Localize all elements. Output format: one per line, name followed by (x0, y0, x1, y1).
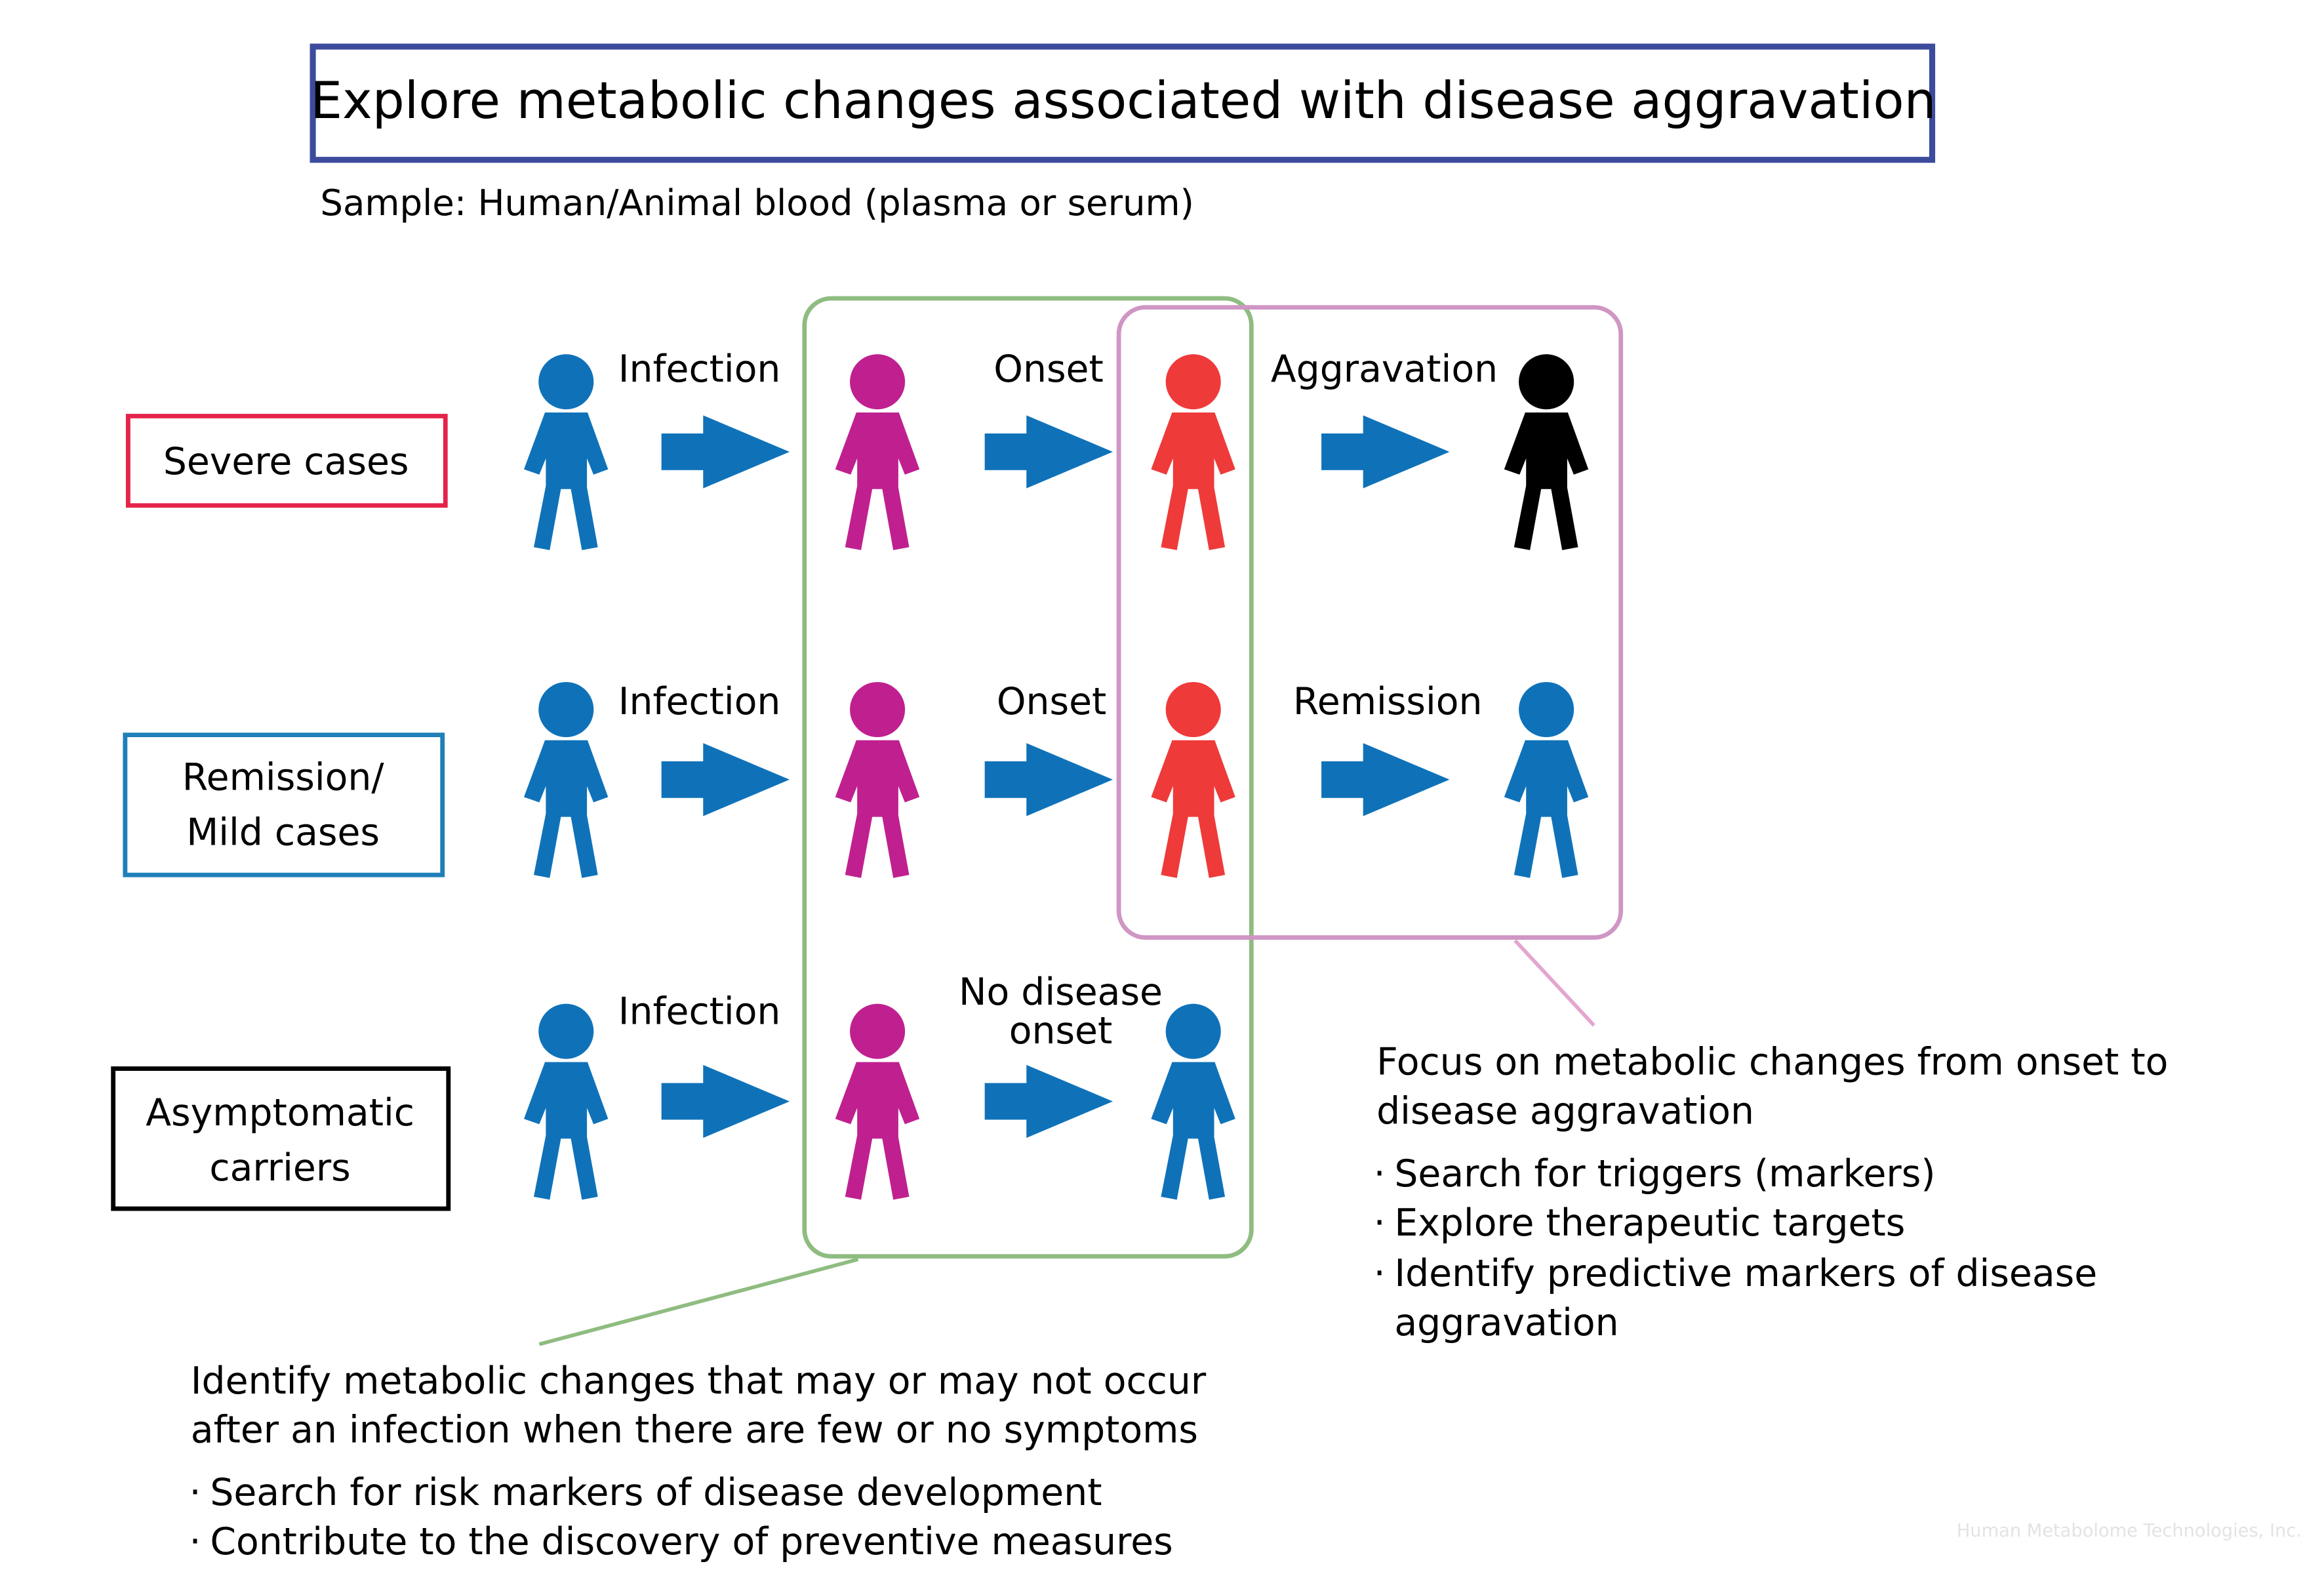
step-label: Aggravation (1271, 348, 1498, 391)
category-label: Asymptomatic (146, 1091, 414, 1135)
note-line: Identify metabolic changes that may or m… (191, 1359, 1207, 1403)
step-label: Onset (997, 680, 1106, 723)
step-label: No disease (959, 971, 1163, 1014)
person-onset-icon (1151, 354, 1235, 550)
person-healthy-icon (523, 1003, 609, 1200)
aggravation-focus-box (1116, 305, 1624, 940)
person-healthy-icon (1151, 1003, 1235, 1200)
step-label: Infection (618, 680, 781, 723)
arrow-right-icon (1321, 415, 1450, 489)
note-bullet: Contribute to the discovery of preventiv… (210, 1520, 1172, 1563)
person-healthy-icon (523, 681, 609, 878)
step-label: onset (1009, 1009, 1113, 1053)
bullet-dot: · (1374, 1252, 1386, 1295)
arrow-right-icon (984, 1064, 1113, 1138)
category-box (111, 1066, 451, 1211)
category-box (125, 414, 448, 508)
category-box (123, 733, 445, 877)
person-infected-icon (835, 354, 920, 550)
bullet-dot: · (190, 1520, 201, 1563)
arrow-right-icon (661, 415, 790, 489)
category-asymptomatic: Asymptomatic carriers (111, 1066, 451, 1211)
aggravation-callout-line (1513, 939, 1595, 1027)
person-infected-icon (835, 681, 920, 878)
bullet-dot: · (1374, 1201, 1386, 1245)
note-bullet: Search for triggers (markers) (1394, 1152, 1935, 1196)
category-remission: Remission/ Mild cases (123, 733, 445, 877)
category-label: Severe cases (163, 440, 409, 483)
note-line: Focus on metabolic changes from onset to (1376, 1041, 2168, 1084)
person-onset-icon (1151, 681, 1235, 878)
note-bullet: Search for risk markers of disease devel… (210, 1471, 1102, 1514)
step-label: Infection (618, 990, 781, 1033)
category-label: carriers (209, 1146, 350, 1190)
step-label: Onset (993, 348, 1103, 391)
note-bullet: Explore therapeutic targets (1394, 1201, 1905, 1245)
bullet-dot: · (1374, 1152, 1386, 1196)
category-severe: Severe cases (125, 414, 448, 508)
arrow-right-icon (1321, 743, 1450, 816)
arrow-right-icon (661, 743, 790, 816)
person-healthy-icon (523, 354, 609, 550)
asymptomatic-focus-box (802, 296, 1254, 1259)
category-label: Remission/ (182, 756, 385, 799)
page-title: Explore metabolic changes associated wit… (310, 71, 1936, 131)
category-label: Mild cases (186, 811, 380, 855)
note-line: disease aggravation (1376, 1090, 1754, 1133)
bullet-dot: · (190, 1471, 201, 1514)
asymptomatic-note: Identify metabolic changes that may or m… (190, 1359, 1207, 1563)
note-bullet: Identify predictive markers of disease (1394, 1252, 2097, 1295)
person-aggravated-icon (1504, 354, 1589, 550)
step-label: Remission (1293, 680, 1483, 723)
arrow-right-icon (661, 1064, 790, 1138)
note-bullet-cont: aggravation (1394, 1301, 1618, 1344)
watermark: Human Metabolome Technologies, Inc. (1957, 1521, 2302, 1541)
note-line: after an infection when there are few or… (191, 1409, 1198, 1452)
person-infected-icon (835, 1003, 920, 1200)
step-label: Infection (618, 348, 781, 391)
arrow-right-icon (984, 743, 1113, 816)
arrow-right-icon (984, 415, 1113, 489)
aggravation-note: Focus on metabolic changes from onset to… (1374, 1041, 2169, 1345)
person-healthy-icon (1504, 681, 1589, 878)
sample-text: Sample: Human/Animal blood (plasma or se… (320, 182, 1194, 224)
asymptomatic-callout-line (538, 1257, 859, 1346)
title-box (310, 43, 1936, 163)
